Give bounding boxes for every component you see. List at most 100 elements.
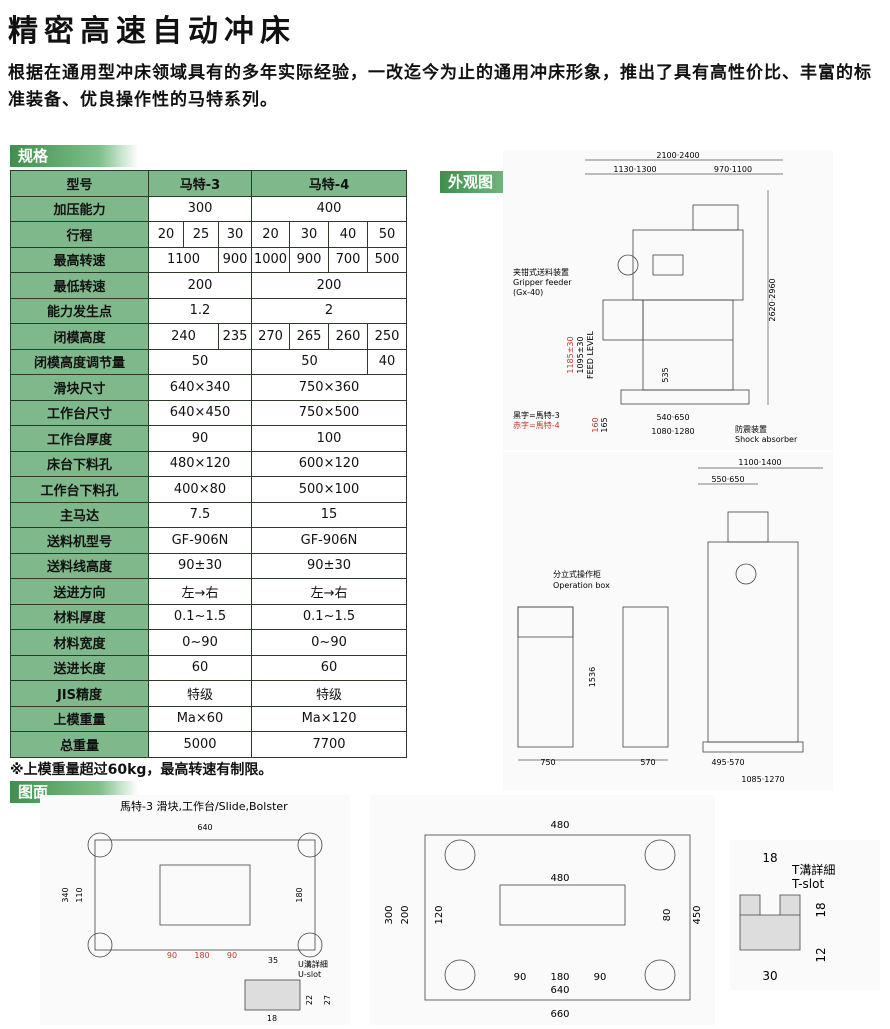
spec-row-label: 工作台厚度: [10, 425, 149, 452]
spec-header-cell: 马特-4: [251, 170, 408, 197]
spec-cell: 左→右: [147, 578, 253, 605]
spec-cell: 1.2: [147, 297, 253, 324]
dim-side-top: 1100·1400: [738, 458, 781, 467]
dim-570: 570: [640, 758, 655, 767]
dim-550: 550·650: [711, 475, 744, 484]
spec-cell: 40: [367, 348, 408, 375]
dim-540: 540·650: [656, 413, 689, 422]
front-machine-outline: [602, 204, 750, 405]
dim-total-height: 2620·2960: [768, 278, 777, 321]
spec-cell: 200: [147, 272, 253, 299]
slide-caption: 馬特-3 滑块,工作台/Slide,Bolster: [120, 799, 288, 813]
spec-cell: 750×500: [251, 399, 408, 426]
spec-cell: 特级: [147, 680, 253, 707]
spec-header-cell: 型号: [10, 170, 149, 197]
feed-level-label: FEED LEVEL: [586, 331, 595, 379]
side-view-drawing: 1100·1400 550·650 分立式操作柜 Operation box 1…: [503, 452, 833, 790]
spec-cell: 100: [251, 425, 408, 452]
dim-35: 35: [268, 956, 278, 965]
spec-cell: 90±30: [147, 552, 253, 579]
dim-640: 640: [197, 823, 212, 832]
spec-cell: 40: [328, 221, 369, 248]
dim-640: 640: [550, 985, 569, 996]
legend-red: 赤字=馬特-4: [513, 420, 560, 430]
spec-cell: 480×120: [147, 450, 253, 477]
tslot-section: [739, 894, 801, 951]
spec-row-label: 主马达: [10, 501, 149, 528]
spec-note: ※上模重量超过60kg，最高转速有制限。: [10, 762, 273, 778]
dim-180: 180: [550, 972, 569, 983]
shock-label-cn: 防震装置: [735, 424, 767, 434]
tslot-dim-18-top: 18: [762, 851, 777, 865]
spec-row-label: 能力发生点: [10, 297, 149, 324]
spec-cell: 90: [147, 425, 253, 452]
dim-750: 750: [540, 758, 555, 767]
spec-cell: 400: [251, 195, 408, 222]
dim-535: 535: [661, 367, 670, 382]
spec-cell: Ma×60: [147, 705, 253, 732]
tslot-dim-18-side: 18: [814, 902, 828, 917]
dim-120: 120: [434, 905, 445, 924]
spec-row-label: 床台下料孔: [10, 450, 149, 477]
spec-cell: 500×100: [251, 476, 408, 503]
dim-180b: 180: [194, 951, 209, 960]
dim-200: 200: [400, 905, 411, 924]
gripper-label-en: Gripper feeder: [513, 278, 572, 287]
spec-cell: 400×80: [147, 476, 253, 503]
dim-feed-level-a: 1185±30: [566, 336, 575, 373]
spec-cell: 640×450: [147, 399, 253, 426]
spec-cell: 50: [251, 348, 369, 375]
spec-row-label: 最低转速: [10, 272, 149, 299]
dim-left-width: 1130·1300: [613, 165, 656, 174]
slide-outline: [87, 832, 323, 958]
spec-cell: 640×340: [147, 374, 253, 401]
uslot-cn: U溝詳細: [298, 959, 328, 969]
spec-cell: 20: [148, 221, 184, 248]
tslot-drawing: 18 T溝詳細 T-slot 18 12 30: [730, 840, 880, 990]
spec-cell: 600×120: [251, 450, 408, 477]
dim-22: 22: [305, 995, 314, 1005]
spec-cell: 20: [251, 221, 291, 248]
dim-480-top: 480: [550, 820, 569, 831]
spec-cell: 700: [328, 246, 369, 273]
spec-cell: 60: [251, 654, 408, 681]
spec-row-label: 送料机型号: [10, 527, 149, 554]
spec-row-label: 闭模高度调节量: [10, 348, 149, 375]
dim-180: 180: [295, 887, 304, 902]
spec-row-label: 送进方向: [10, 578, 149, 605]
slide-drawing: 馬特-3 滑块,工作台/Slide,Bolster 640 340 110 18…: [40, 795, 350, 1025]
dim-90a: 90: [514, 972, 527, 983]
spec-row-label: 送料线高度: [10, 552, 149, 579]
spec-cell: 50: [367, 221, 408, 248]
spec-header-cell: 马特-3: [147, 170, 253, 197]
spec-cell: 1000: [251, 246, 291, 273]
spec-cell: 0.1~1.5: [147, 603, 253, 630]
spec-cell: 90±30: [251, 552, 408, 579]
spec-row-label: 送进长度: [10, 654, 149, 681]
spec-cell: 265: [289, 323, 330, 350]
operation-box-cn: 分立式操作柜: [553, 569, 601, 579]
dim-450: 450: [692, 905, 703, 924]
dim-495: 495·570: [711, 758, 744, 767]
spec-row-label: 行程: [10, 221, 149, 248]
dim-110: 110: [75, 887, 84, 902]
spec-cell: 特级: [251, 680, 408, 707]
front-view-drawing: 2100·2400 1130·1300 970·1100 夹钳式送料装置 Gri…: [503, 150, 833, 450]
tslot-dim-30: 30: [762, 969, 777, 983]
spec-cell: 5000: [147, 731, 253, 758]
spec-row-label: 总重量: [10, 731, 149, 758]
